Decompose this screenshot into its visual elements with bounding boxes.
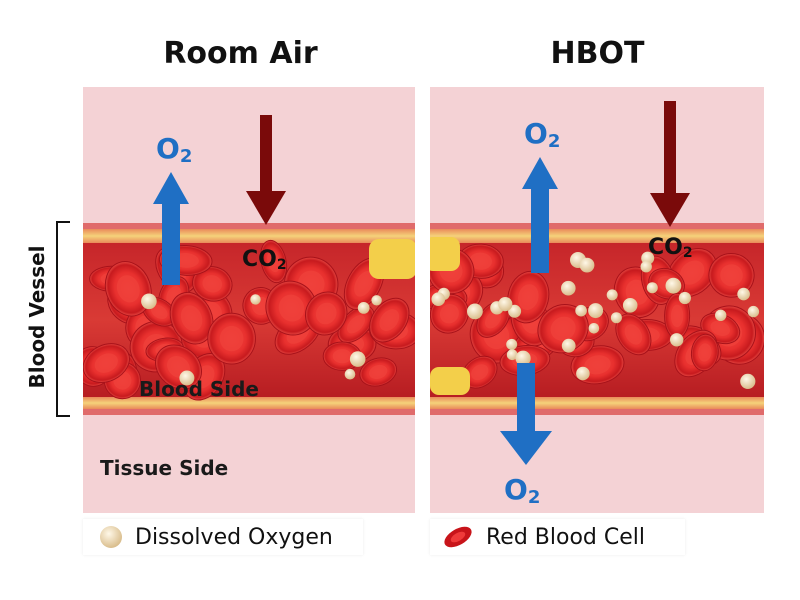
dissolved-oxygen: [141, 293, 157, 310]
dissolved-oxygen: [575, 304, 587, 317]
dissolved-oxygen: [622, 298, 638, 313]
red-blood-cell: [690, 333, 719, 372]
dissolved-oxygen: [678, 291, 691, 305]
legend-dissolved-oxygen-text: Dissolved Oxygen: [135, 524, 333, 550]
blood-side-label: Blood Side: [139, 377, 259, 401]
o2-label-top: O2: [524, 117, 561, 152]
title-room-air: Room Air: [163, 36, 318, 71]
vessel-wall-top: [430, 223, 764, 229]
co2-label: CO2: [242, 247, 287, 273]
legend-red-blood-cell: Red Blood Cell: [430, 519, 685, 555]
dissolved-oxygen: [579, 257, 595, 273]
dissolved-oxygen: [371, 295, 382, 306]
red-blood-cell: [537, 304, 589, 354]
red-blood-cell: [359, 357, 398, 387]
plasma-blob: [369, 239, 415, 279]
red-blood-cell: [708, 252, 755, 298]
co2-arrow-down: [246, 115, 286, 225]
dissolved-oxygen: [498, 297, 513, 312]
dissolved-oxygen-icon: [100, 526, 122, 548]
hbot-panel: O2 CO2 O2: [430, 87, 764, 513]
dissolved-oxygen: [640, 261, 652, 273]
dissolved-oxygen: [646, 282, 658, 294]
vessel-wall-top: [83, 223, 415, 229]
dissolved-oxygen: [740, 373, 756, 389]
blood-vessel-bracket: [56, 221, 70, 417]
blood-vessel-label: Blood Vessel: [25, 245, 49, 389]
dissolved-oxygen: [576, 366, 590, 381]
dissolved-oxygen: [506, 349, 518, 361]
dissolved-oxygen: [508, 304, 522, 318]
dissolved-oxygen: [344, 368, 356, 380]
dissolved-oxygen: [357, 302, 370, 314]
plasma-blob: [430, 367, 470, 395]
dissolved-oxygen: [349, 351, 366, 367]
room-air-panel: O2 CO2 Blood Side Tissue Side: [83, 87, 415, 513]
plasma-blob: [430, 237, 460, 271]
dissolved-oxygen: [431, 292, 446, 306]
o2-arrow-down: [500, 363, 552, 465]
dissolved-oxygen: [506, 338, 518, 350]
red-blood-cell: [260, 239, 288, 284]
red-blood-cell: [304, 291, 348, 336]
dissolved-oxygen: [737, 287, 750, 301]
vessel-wall-bottom: [83, 409, 415, 415]
dissolved-oxygen: [588, 323, 600, 334]
co2-label: CO2: [648, 235, 693, 261]
red-blood-cell: [461, 355, 498, 389]
legend-red-blood-cell-text: Red Blood Cell: [486, 524, 645, 550]
dissolved-oxygen: [467, 303, 483, 320]
dissolved-oxygen: [610, 312, 622, 324]
vessel-wall-bottom-inner: [83, 397, 415, 409]
o2-arrow-up: [522, 157, 558, 273]
dissolved-oxygen: [515, 350, 531, 366]
red-blood-cell-icon: [444, 526, 472, 548]
o2-label-bottom: O2: [504, 473, 541, 508]
red-blood-cell: [104, 261, 152, 317]
red-blood-cell: [169, 291, 214, 345]
dissolved-oxygen: [561, 280, 576, 296]
dissolved-oxygen: [606, 289, 618, 301]
dissolved-oxygen: [179, 370, 195, 386]
title-hbot: HBOT: [550, 36, 645, 71]
dissolved-oxygen: [670, 333, 684, 347]
dissolved-oxygen: [588, 303, 604, 319]
vessel-wall-bottom: [430, 409, 764, 415]
red-blood-cell: [615, 313, 652, 356]
hbot-vessel-illustration: [430, 101, 764, 465]
red-blood-cell: [192, 266, 233, 302]
red-blood-cell: [369, 297, 410, 343]
dissolved-oxygen: [715, 309, 727, 321]
vessel-wall-top-inner: [430, 229, 764, 243]
red-blood-cell: [207, 312, 256, 365]
red-blood-cell: [83, 343, 130, 383]
co2-arrow-down: [650, 101, 690, 227]
room-air-vessel-illustration: [83, 115, 415, 415]
o2-arrow-up: [153, 172, 189, 285]
vessel-wall-bottom-inner: [430, 397, 764, 409]
dissolved-oxygen: [250, 294, 261, 305]
vessel-wall-top-inner: [83, 229, 415, 243]
tissue-side-label: Tissue Side: [100, 456, 229, 480]
dissolved-oxygen: [665, 277, 682, 294]
o2-label: O2: [156, 132, 193, 167]
dissolved-oxygen: [747, 305, 760, 318]
legend-dissolved-oxygen: Dissolved Oxygen: [83, 519, 363, 555]
dissolved-oxygen: [561, 338, 576, 353]
